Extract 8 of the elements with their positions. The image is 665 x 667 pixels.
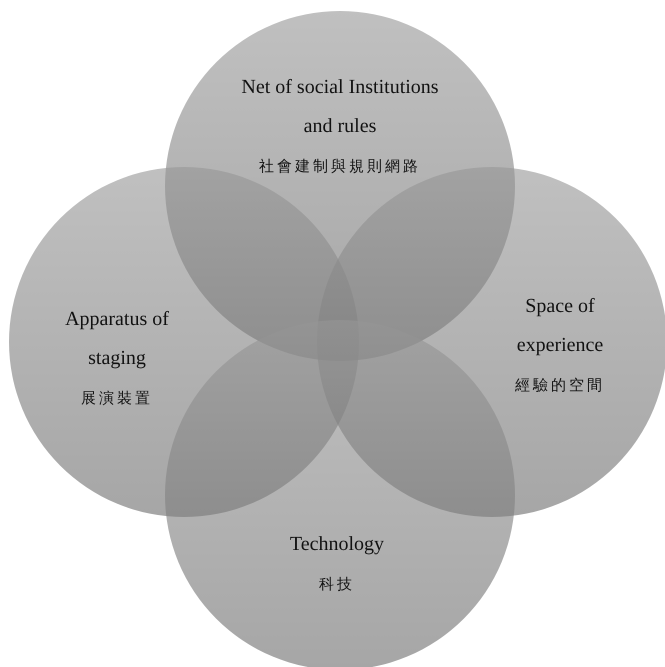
circle-label: 展演裝置: [81, 388, 153, 409]
circle-label: 科技: [319, 574, 355, 595]
circle-label: Net of social Institutions and rules: [240, 75, 440, 139]
circle-label: 社會建制與規則網路: [259, 156, 421, 177]
circle-label: Technology: [290, 532, 384, 557]
circle-label: 經驗的空間: [515, 375, 605, 396]
circle-label: Apparatus of staging: [64, 307, 170, 371]
circle-label: Space of experience: [516, 294, 604, 358]
